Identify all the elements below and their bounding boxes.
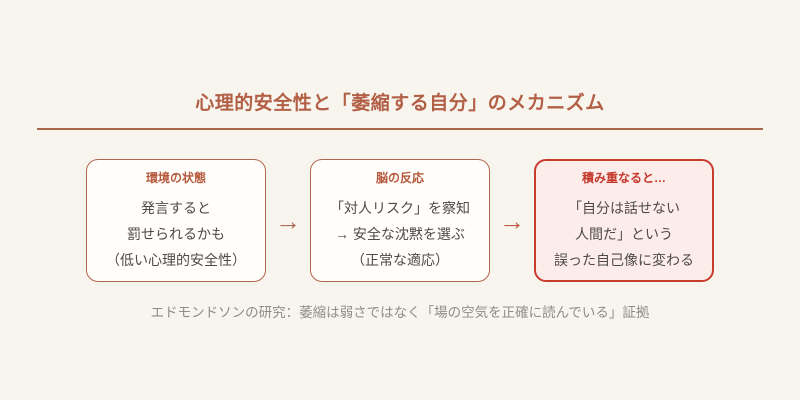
right-arrow-icon: → <box>499 205 525 236</box>
stage-line: → 安全な沈黙を選ぶ <box>335 225 465 242</box>
right-arrow-icon: → <box>275 205 301 236</box>
stage-line: 人間だ」という <box>575 225 673 242</box>
stage-line: 「自分は話せない <box>568 199 680 216</box>
stage-header-accumulation: 積み重なると… <box>581 170 666 185</box>
research-footnote: エドモンドソンの研究：萎縮は弱さではなく「場の空気を正確に読んでいる」証拠 <box>150 305 650 320</box>
stage-line: 誤った自己像に変わる <box>554 251 694 268</box>
stage-line: 「対人リスク」を察知 <box>330 199 470 216</box>
stage-box-brain-reaction: 脳の反応 「対人リスク」を察知 → 安全な沈黙を選ぶ （正常な適応） <box>310 159 490 282</box>
stage-box-accumulation: 積み重なると… 「自分は話せない 人間だ」という 誤った自己像に変わる <box>534 159 714 282</box>
stage-line: 発言すると <box>141 199 211 216</box>
stage-header-brain-reaction: 脳の反応 <box>375 170 424 185</box>
flow-diagram: 環境の状態 発言すると 罰せられるかも （低い心理的安全性） → 脳の反応 「対… <box>0 159 800 282</box>
stage-line: 罰せられるかも <box>127 225 225 242</box>
stage-box-environment: 環境の状態 発言すると 罰せられるかも （低い心理的安全性） <box>86 159 266 282</box>
stage-header-environment: 環境の状態 <box>145 170 206 185</box>
title-divider <box>37 128 763 130</box>
stage-line: （正常な適応） <box>351 251 449 268</box>
stage-line: （低い心理的安全性） <box>106 251 246 268</box>
page-title: 心理的安全性と「萎縮する自分」のメカニズム <box>195 93 605 114</box>
